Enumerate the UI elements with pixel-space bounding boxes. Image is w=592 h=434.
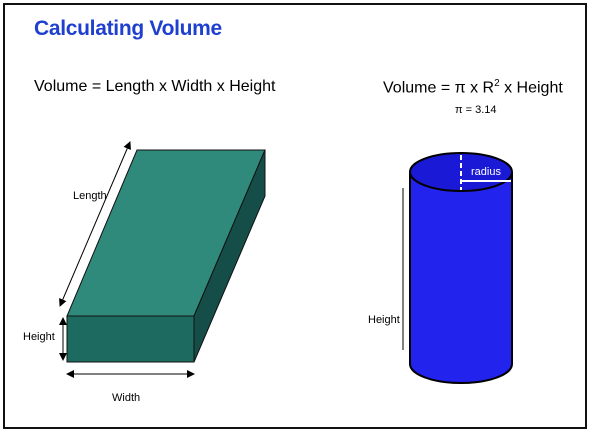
cylinder-formula-suffix: x Height: [499, 79, 563, 97]
cylinder-formula-prefix: Volume = π x R: [383, 79, 495, 97]
width-label: Width: [112, 392, 141, 404]
length-label: Length: [73, 190, 107, 202]
pi-value-note: π = 3.14: [455, 104, 497, 116]
cylinder-volume-formula: Volume = π x R2 x Height: [383, 78, 563, 97]
cylinder: [409, 152, 513, 384]
rectangular-prism: [66, 149, 266, 363]
box-height-label: Height: [23, 331, 55, 343]
cylinder-body: [409, 171, 513, 365]
page-title: Calculating Volume: [34, 17, 222, 40]
length-arrow: [59, 141, 131, 307]
box-volume-formula: Volume = Length x Width x Height: [34, 78, 276, 95]
prism-front-face: [66, 315, 195, 363]
radius-label: radius: [471, 166, 501, 178]
cylinder-formula-exponent: 2: [494, 78, 500, 89]
cylinder-height-label: Height: [368, 314, 400, 326]
prism-side-face: [193, 149, 266, 363]
